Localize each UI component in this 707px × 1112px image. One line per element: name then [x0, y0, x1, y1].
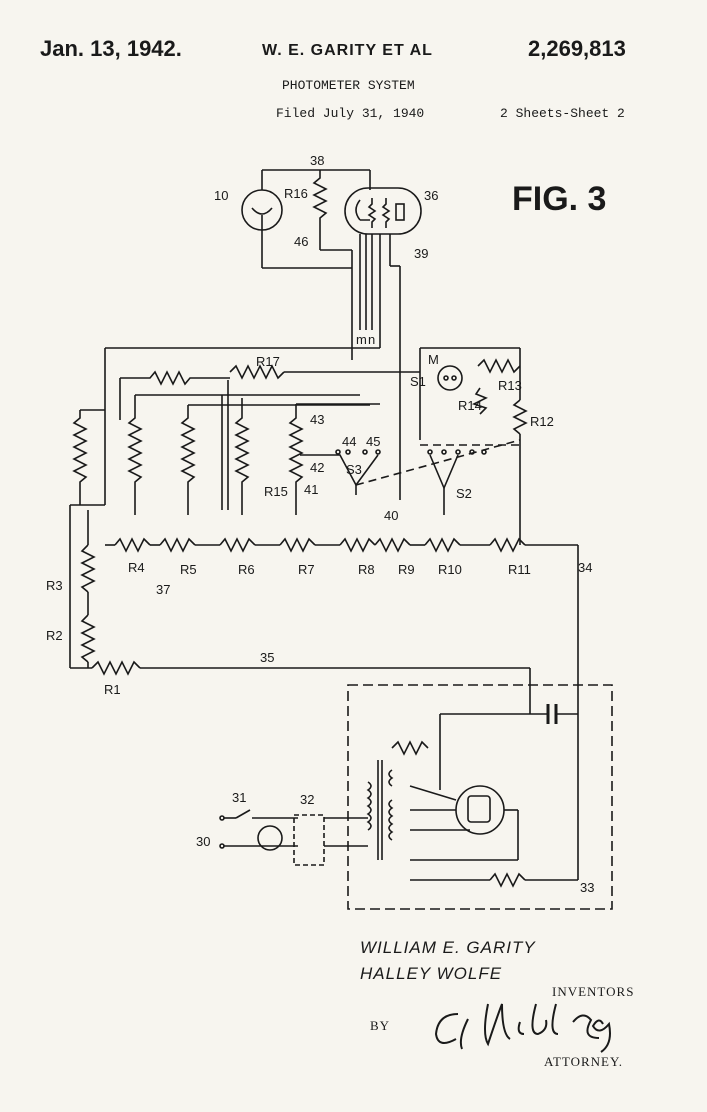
label-r2: R2: [46, 628, 63, 643]
ref-40: 40: [384, 508, 398, 523]
ref-10: 10: [214, 188, 228, 203]
ref-35: 35: [260, 650, 274, 665]
label-s3: S3: [346, 462, 362, 477]
inventor-2: HALLEY WOLFE: [360, 964, 503, 983]
by-label: BY: [370, 1018, 391, 1033]
ref-38: 38: [310, 153, 324, 168]
ref-43: 43: [310, 412, 324, 427]
label-r9: R9: [398, 562, 415, 577]
label-r15: R15: [264, 484, 288, 499]
label-r4: R4: [128, 560, 145, 575]
figure-label: FIG. 3: [512, 180, 606, 218]
regulator-32: [293, 814, 325, 866]
label-s2: S2: [456, 486, 472, 501]
resistor-r16: [312, 170, 328, 250]
label-m: m: [356, 332, 367, 347]
resistor-r17: [229, 364, 285, 380]
label-s1: S1: [410, 374, 426, 389]
ref-42: 42: [310, 460, 324, 475]
label-r5: R5: [180, 562, 197, 577]
patent-date: Jan. 13, 1942.: [40, 36, 182, 61]
attorney-label: ATTORNEY.: [544, 1054, 623, 1069]
label-r12: R12: [530, 414, 554, 429]
ref-41: 41: [304, 482, 318, 497]
resistor-r12: [512, 399, 528, 435]
label-r14: R14: [458, 398, 482, 413]
ref-39: 39: [414, 246, 428, 261]
label-r11: R11: [508, 562, 531, 577]
label-r16: R16: [284, 186, 308, 201]
power-supply-box-33: [347, 684, 613, 910]
label-r10: R10: [438, 562, 462, 577]
ref-34: 34: [578, 560, 592, 575]
ref-37: 37: [156, 582, 170, 597]
label-r7: R7: [298, 562, 315, 577]
label-r1: R1: [104, 682, 121, 697]
ref-45: 45: [366, 434, 380, 449]
patent-title: PHOTOMETER SYSTEM: [282, 78, 415, 93]
ref-36: 36: [424, 188, 438, 203]
label-r17: R17: [256, 354, 280, 369]
patent-number: 2,269,813: [528, 36, 626, 61]
sheet-count: 2 Sheets-Sheet 2: [500, 106, 625, 121]
filed-date: Filed July 31, 1940: [276, 106, 425, 121]
inventor-1: WILLIAM E. GARITY: [360, 938, 536, 957]
label-r3: R3: [46, 578, 63, 593]
rectifier-tube: [455, 785, 505, 835]
attorney-signature: [434, 1003, 611, 1053]
ref-32: 32: [300, 792, 314, 807]
ref-44: 44: [342, 434, 356, 449]
ref-33: 33: [580, 880, 594, 895]
inventor-names: W. E. GARITY ET AL: [262, 42, 433, 59]
ref-46: 46: [294, 234, 308, 249]
label-r8: R8: [358, 562, 375, 577]
label-motor-m: M: [428, 352, 439, 367]
inventors-label: INVENTORS: [552, 984, 635, 999]
ref-30: 30: [196, 834, 210, 849]
label-r13: R13: [498, 378, 522, 393]
label-n: n: [368, 332, 375, 347]
tube-36: [344, 187, 422, 235]
ref-31: 31: [232, 790, 246, 805]
label-r6: R6: [238, 562, 255, 577]
